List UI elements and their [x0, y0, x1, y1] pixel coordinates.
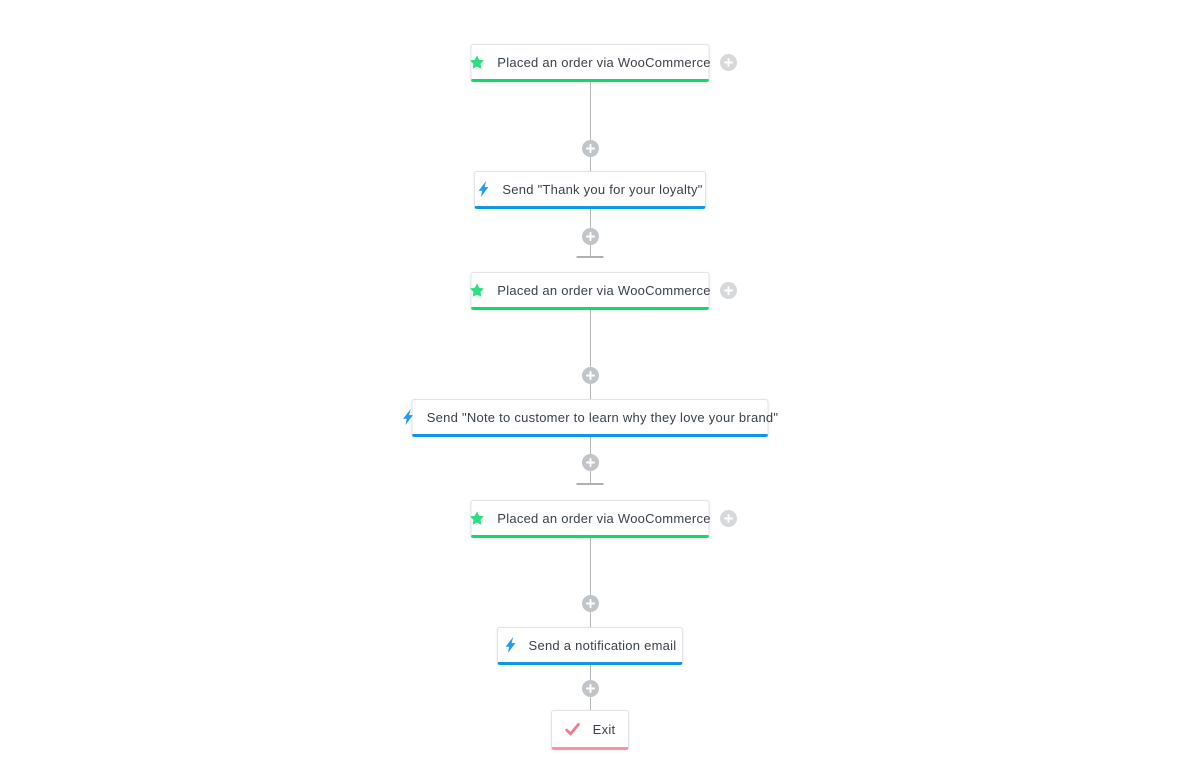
connector-line — [590, 310, 591, 399]
add-trigger-button[interactable] — [720, 54, 737, 71]
node-label: Send "Note to customer to learn why they… — [426, 409, 779, 425]
plus-icon — [582, 140, 599, 157]
workflow-node-trigger-3[interactable]: Placed an order via WooCommerce — [469, 500, 711, 538]
lightning-icon — [402, 409, 414, 425]
plus-icon — [720, 282, 737, 299]
add-step-button[interactable] — [582, 595, 599, 612]
node-label: Placed an order via WooCommerce — [497, 54, 711, 70]
path-end-marker — [576, 256, 604, 258]
node-label: Placed an order via WooCommerce — [497, 282, 711, 298]
node-label: Placed an order via WooCommerce — [497, 510, 711, 526]
node-label: Send a notification email — [528, 637, 677, 653]
add-step-button[interactable] — [582, 454, 599, 471]
star-icon — [469, 282, 484, 298]
connector-line — [590, 538, 591, 627]
node-label: Exit — [592, 721, 616, 737]
plus-icon — [582, 367, 599, 384]
workflow-node-action-3[interactable]: Send a notification email — [497, 627, 683, 665]
plus-icon — [720, 54, 737, 71]
plus-icon — [582, 228, 599, 245]
plus-icon — [582, 454, 599, 471]
node-label: Send "Thank you for your loyalty" — [502, 181, 703, 197]
workflow-node-trigger-1[interactable]: Placed an order via WooCommerce — [469, 44, 711, 82]
plus-icon — [582, 595, 599, 612]
plus-icon — [582, 680, 599, 697]
add-step-button[interactable] — [582, 680, 599, 697]
workflow-node-action-1[interactable]: Send "Thank you for your loyalty" — [474, 171, 706, 209]
path-end-marker — [576, 483, 604, 485]
workflow-node-exit[interactable]: Exit — [551, 710, 629, 750]
workflow-node-action-2[interactable]: Send "Note to customer to learn why they… — [403, 399, 778, 437]
add-step-button[interactable] — [582, 140, 599, 157]
add-trigger-button[interactable] — [720, 282, 737, 299]
add-trigger-button[interactable] — [720, 510, 737, 527]
add-step-button[interactable] — [582, 228, 599, 245]
workflow-node-trigger-2[interactable]: Placed an order via WooCommerce — [469, 272, 711, 310]
lightning-icon — [504, 637, 516, 653]
add-step-button[interactable] — [582, 367, 599, 384]
connector-line — [590, 82, 591, 171]
lightning-icon — [477, 181, 489, 197]
star-icon — [469, 54, 484, 70]
plus-icon — [720, 510, 737, 527]
star-icon — [469, 510, 484, 526]
check-icon — [565, 722, 580, 736]
